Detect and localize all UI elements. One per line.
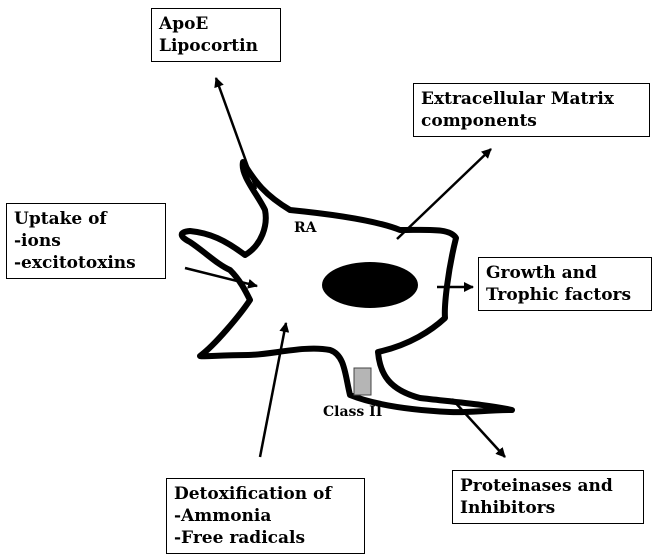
detox-line: Detoxification of (174, 483, 357, 505)
ions-line: -ions (14, 230, 158, 252)
ecm-components-box: Extracellular Matrix components (413, 83, 650, 137)
uptake-box: Uptake of -ions -excitotoxins (6, 203, 166, 279)
free-radicals-line: -Free radicals (174, 527, 357, 549)
class-ii-label: Class II (323, 404, 382, 420)
ecm-line: Extracellular Matrix (421, 88, 642, 110)
class-ii-marker (354, 368, 371, 395)
lipocortin-line: Lipocortin (159, 35, 273, 57)
detoxification-box: Detoxification of -Ammonia -Free radical… (166, 478, 365, 554)
proteinases-line: Proteinases and (460, 475, 636, 497)
inhibitors-line: Inhibitors (460, 497, 636, 519)
cell-label-ra: RA (294, 220, 317, 236)
arrow-to-ecm (397, 149, 491, 239)
apoe-lipocortin-box: ApoE Lipocortin (151, 8, 281, 62)
uptake-line: Uptake of (14, 208, 158, 230)
growth-trophic-box: Growth and Trophic factors (478, 257, 652, 311)
nucleus (322, 262, 418, 308)
ammonia-line: -Ammonia (174, 505, 357, 527)
arrow-to-apoe (216, 78, 256, 189)
apoe-line: ApoE (159, 13, 273, 35)
trophic-line: Trophic factors (486, 284, 644, 306)
proteinases-box: Proteinases and Inhibitors (452, 470, 644, 524)
excitotoxins-line: -excitotoxins (14, 252, 158, 274)
components-line: components (421, 110, 642, 132)
growth-line: Growth and (486, 262, 644, 284)
